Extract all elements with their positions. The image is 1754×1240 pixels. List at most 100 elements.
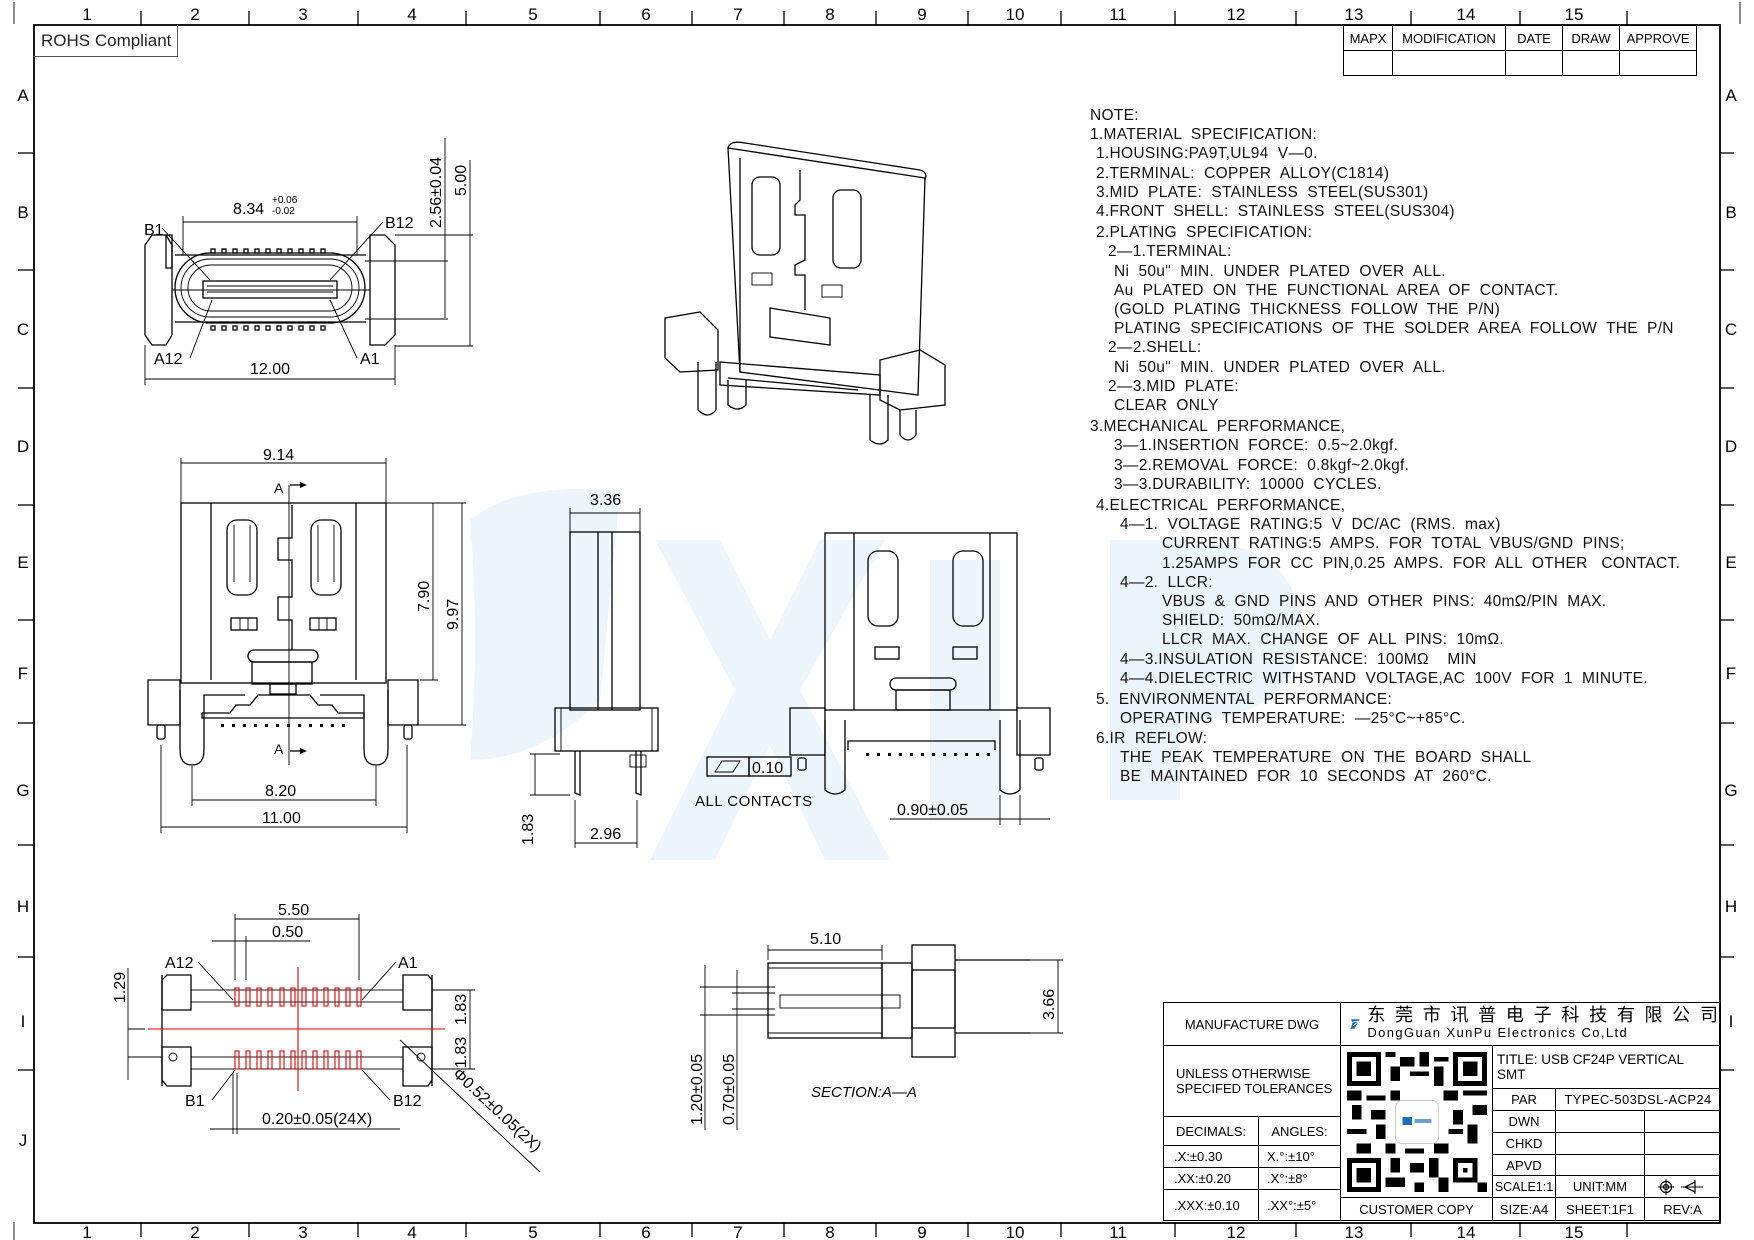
dim-tongue: 1.20±0.05 [689, 1054, 706, 1125]
note-line: 3.MECHANICAL PERFORMANCE, [1090, 418, 1346, 436]
title-block: MANUFACTURE DWG 东 莞 市 讯 普 电 子 科 技 有 限 公 … [1163, 1002, 1721, 1221]
flatness-value: 0.10 [752, 760, 783, 777]
decimal-tol-1: .X:±0.30 [1163, 1145, 1259, 1168]
revision-table: MAPX MODIFICATION DATE DRAW APPROVE [1343, 25, 1697, 76]
dim-height-body: 7.90 [416, 581, 433, 612]
col-label: 1 [82, 1223, 91, 1240]
side-view: 3.36 1.83 2.96 [520, 492, 659, 848]
tolerance-heading: UNLESS OTHERWISE SPECIFED TOLERANCES [1163, 1045, 1341, 1117]
col-label: 12 [1227, 5, 1246, 24]
col-label: 6 [641, 1223, 650, 1240]
dim-overall-width: 11.00 [262, 810, 301, 827]
row-label: C [17, 320, 29, 339]
row-label: F [1726, 664, 1736, 683]
row-label: I [1729, 1012, 1734, 1031]
dim-leg-width: 0.90±0.05 [897, 802, 968, 819]
section-marker-bottom: A [274, 741, 284, 757]
note-line: 4.ELECTRICAL PERFORMANCE, [1096, 497, 1346, 515]
chkd-name [1555, 1132, 1645, 1155]
dim-height-outer: 5.00 [453, 165, 470, 196]
dim-tol-minus: -0.02 [272, 206, 295, 217]
dim-hole: Φ0.52±0.05(2X) [449, 1065, 544, 1155]
dim-width-inner: 8.34 [233, 201, 264, 218]
col-label: 7 [733, 5, 742, 24]
pin-label-a1: A1 [398, 955, 418, 972]
dwn-label: DWN [1492, 1110, 1556, 1133]
apvd-name [1555, 1154, 1645, 1176]
qr-code-cell [1340, 1045, 1493, 1198]
tolerance-title-1: UNLESS OTHERWISE [1176, 1066, 1311, 1081]
sheet-label: SHEET:1F1 [1555, 1197, 1645, 1221]
dim-height: 3.66 [1041, 989, 1058, 1020]
dim-pin-length: 1.83 [520, 814, 537, 845]
note-line: OPERATING TEMPERATURE: —25°C~+85°C. [1120, 710, 1466, 728]
note-line: THE PEAK TEMPERATURE ON THE BOARD SHALL [1120, 748, 1532, 766]
rev-cell [1562, 50, 1620, 76]
company-name-cn: 东 莞 市 讯 普 电 子 科 技 有 限 公 司 [1367, 1005, 1720, 1026]
note-line: 3—1.INSERTION FORCE: 0.5~2.0kgf. [1114, 437, 1399, 455]
col-label: 5 [528, 1223, 537, 1240]
pin-label-a12: A12 [154, 351, 183, 368]
pin-label-b1: B1 [185, 1093, 205, 1110]
flatness-note: ALL CONTACTS [695, 793, 813, 810]
row-label: H [17, 897, 29, 916]
row-label: B [17, 203, 28, 222]
note-line: LLCR MAX. CHANGE OF ALL PINS: 10mΩ. [1162, 631, 1505, 649]
first-angle-projection-icon [1657, 1178, 1703, 1195]
rev-header-approve: APPROVE [1619, 25, 1697, 51]
par-label: PAR [1492, 1088, 1556, 1111]
row-label: G [1724, 781, 1737, 800]
row-label: E [1725, 553, 1736, 572]
col-label: 15 [1565, 1223, 1584, 1240]
section-label: SECTION:A—A [811, 1084, 917, 1101]
drawing-frame: 1 2 3 4 5 6 7 8 9 10 11 12 13 14 15 1 2 … [13, 2, 1741, 1240]
decimals-label: DECIMALS: [1163, 1116, 1259, 1146]
row-label: G [16, 781, 29, 800]
row-label: D [17, 437, 29, 456]
rev-cell [1505, 50, 1563, 76]
rear-view: 0.10 ALL CONTACTS 0.90±0.05 [695, 532, 1051, 825]
size-label: SIZE:A4 [1492, 1197, 1556, 1221]
front-mating-view: 8.34 +0.06 -0.02 12.00 2.56±0.04 5.00 B1… [144, 138, 473, 385]
note-line: BE MAINTAINED FOR 10 SECONDS AT 260°C. [1120, 767, 1492, 785]
section-marker-top: A [274, 480, 284, 496]
note-line: 2.PLATING SPECIFICATION: [1096, 224, 1313, 242]
tolerance-title-2: SPECIFED TOLERANCES [1176, 1081, 1333, 1096]
chkd-date [1644, 1132, 1721, 1155]
col-label: 14 [1457, 5, 1476, 24]
angles-label: ANGLES: [1258, 1116, 1341, 1146]
dim-offset: 1.29 [112, 972, 129, 1003]
note-line: CURRENT RATING:5 AMPS. FOR TOTAL VBUS/GN… [1162, 535, 1625, 553]
rev-cell [1343, 50, 1393, 76]
scale-label: SCALE1:1 [1492, 1175, 1556, 1198]
col-label: 15 [1565, 5, 1584, 24]
angle-tol-2: .X°:±8° [1258, 1167, 1341, 1190]
dwn-name [1555, 1110, 1645, 1133]
section-view: 5.10 3.66 1.20±0.05 0.70±0.05 SECTION:A—… [689, 931, 1063, 1130]
note-line: Ni 50u" MIN. UNDER PLATED OVER ALL. [1114, 262, 1446, 280]
col-label: 3 [298, 1223, 307, 1240]
note-line: 1.HOUSING:PA9T,UL94 V—0. [1096, 145, 1318, 163]
customer-copy-label: CUSTOMER COPY [1340, 1197, 1493, 1221]
col-label: 3 [298, 5, 307, 24]
angle-tol-3: .XX°:±5° [1258, 1189, 1341, 1221]
dim-pad-width: 0.20±0.05(24X) [262, 1111, 372, 1128]
rev-cell [1392, 50, 1506, 76]
note-line: 2.TERMINAL: COPPER ALLOY(C1814) [1096, 164, 1390, 182]
drawing-title: TITLE: USB CF24P VERTICAL SMT [1492, 1045, 1721, 1089]
angle-tol-1: X.°:±10° [1258, 1145, 1341, 1168]
title-line-2: SMT [1497, 1067, 1526, 1082]
unit-label: UNIT:MM [1555, 1175, 1645, 1198]
dim-pin-span: 2.96 [590, 826, 621, 843]
company-header: 东 莞 市 讯 普 电 子 科 技 有 限 公 司 DongGuan XunPu… [1340, 1002, 1721, 1046]
rev-header-date: DATE [1505, 25, 1563, 51]
note-line: 2—1.TERMINAL: [1108, 243, 1232, 261]
row-label: E [17, 553, 28, 572]
col-label: 8 [825, 5, 834, 24]
dim-thickness: 3.36 [590, 492, 621, 509]
manufacture-label: MANUFACTURE DWG [1163, 1002, 1341, 1046]
col-label: 4 [407, 1223, 416, 1240]
rev-cell [1619, 50, 1697, 76]
row-label: C [1725, 320, 1737, 339]
col-label: 8 [825, 1223, 834, 1240]
